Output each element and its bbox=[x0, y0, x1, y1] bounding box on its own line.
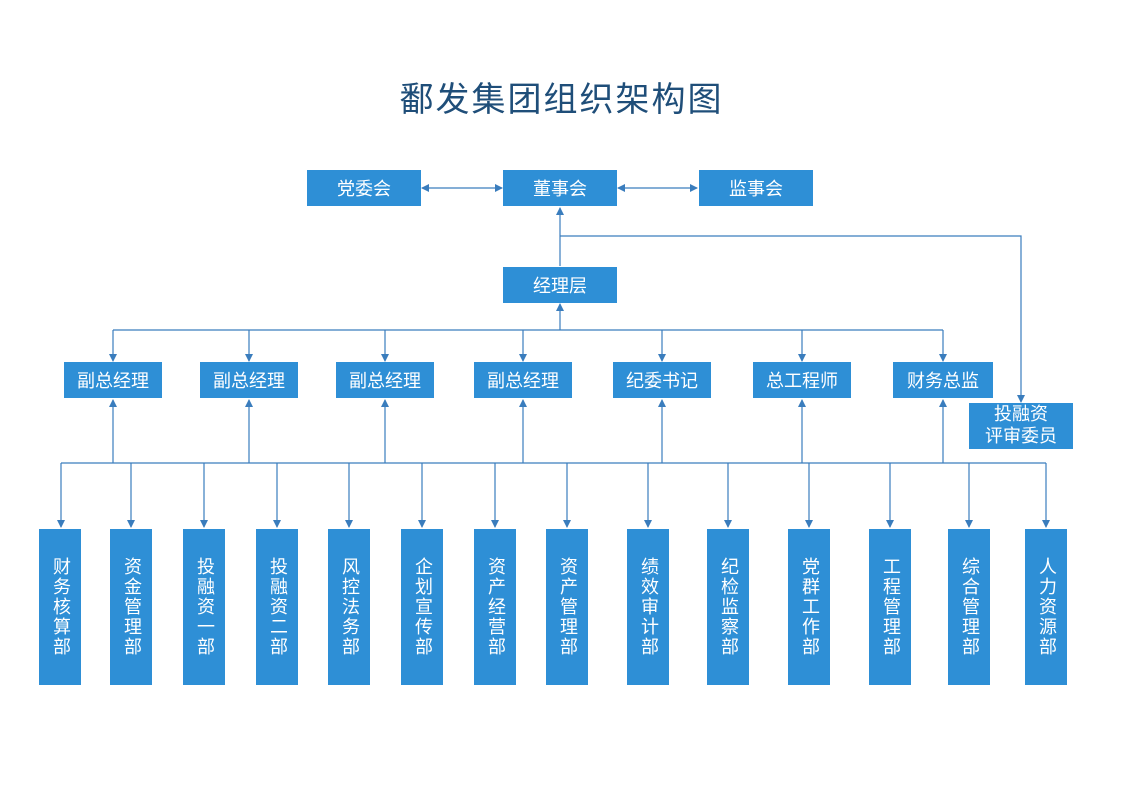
department-box: 人力资源部 bbox=[1025, 529, 1067, 685]
department-box: 资金管理部 bbox=[110, 529, 152, 685]
chart-title: 鄱发集团组织架构图 bbox=[399, 80, 724, 120]
department-box: 工程管理部 bbox=[869, 529, 911, 685]
management-box: 经理层 bbox=[503, 267, 617, 303]
department-box: 财务核算部 bbox=[39, 529, 81, 685]
board-box: 董事会 bbox=[503, 170, 617, 206]
department-box: 资产经营部 bbox=[474, 529, 516, 685]
manager-box: 副总经理 bbox=[200, 362, 298, 398]
investment-committee-line-1: 投融资 bbox=[994, 404, 1048, 425]
department-box: 企划宣传部 bbox=[401, 529, 443, 685]
manager-box: 纪委书记 bbox=[613, 362, 711, 398]
department-box: 资产管理部 bbox=[546, 529, 588, 685]
manager-box: 副总经理 bbox=[336, 362, 434, 398]
department-box: 投融资二部 bbox=[256, 529, 298, 685]
party-committee-box: 党委会 bbox=[307, 170, 421, 206]
department-box: 纪检监察部 bbox=[707, 529, 749, 685]
department-box: 绩效审计部 bbox=[627, 529, 669, 685]
department-box: 党群工作部 bbox=[788, 529, 830, 685]
department-box: 投融资一部 bbox=[183, 529, 225, 685]
manager-box: 总工程师 bbox=[753, 362, 851, 398]
manager-box: 副总经理 bbox=[64, 362, 162, 398]
investment-committee-line-2: 评审委员 bbox=[985, 426, 1057, 447]
department-box: 综合管理部 bbox=[948, 529, 990, 685]
manager-box: 副总经理 bbox=[474, 362, 572, 398]
department-box: 风控法务部 bbox=[328, 529, 370, 685]
investment-committee-box: 投融资 评审委员 bbox=[969, 403, 1073, 449]
supervisory-board-box: 监事会 bbox=[699, 170, 813, 206]
manager-box: 财务总监 bbox=[893, 362, 993, 398]
